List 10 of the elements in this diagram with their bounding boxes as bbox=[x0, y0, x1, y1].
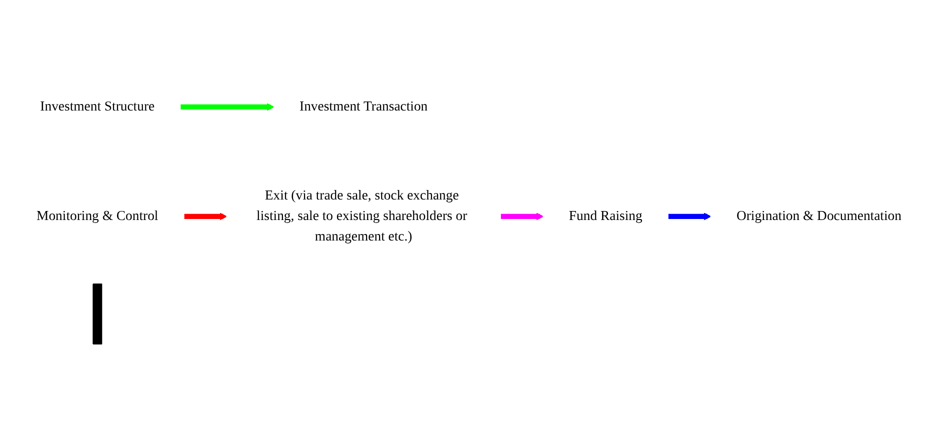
arrow bbox=[180, 102, 274, 110]
node-text: Investment Structure bbox=[40, 98, 155, 114]
arrow bbox=[668, 212, 712, 220]
arrow bbox=[500, 212, 544, 220]
node-text: Investment Transaction bbox=[300, 98, 428, 114]
arrow bbox=[184, 212, 228, 220]
node-text: Exit (via trade sale, stock exchange listing, sale to existing shareholders or management etc.) bbox=[256, 188, 468, 244]
node-text: Origination & Documentation bbox=[736, 208, 902, 223]
node-text: Fund Raising bbox=[568, 208, 642, 223]
node-text: Monitoring & Control bbox=[36, 208, 158, 223]
